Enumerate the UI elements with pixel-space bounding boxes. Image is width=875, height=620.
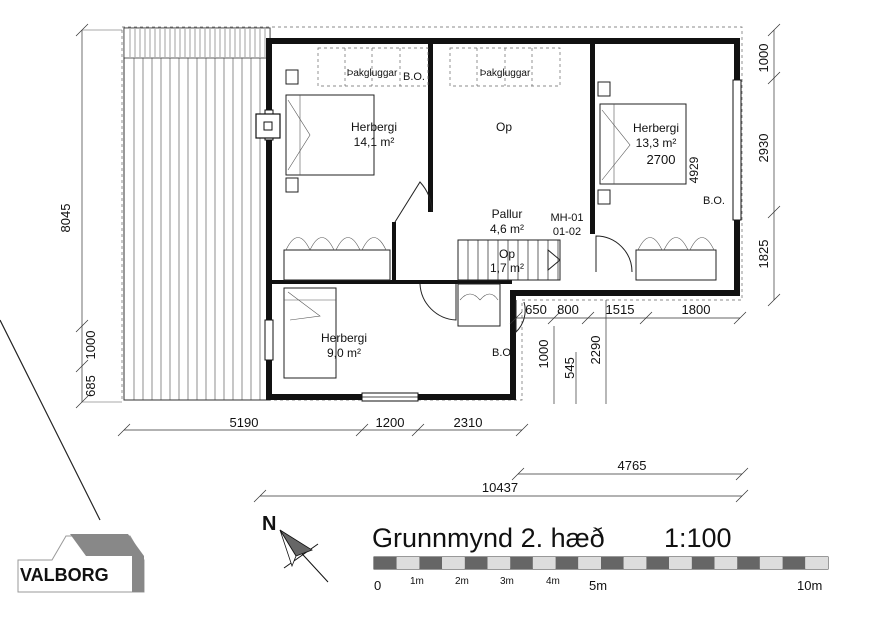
dim-left-1000: 1000 [83, 331, 98, 360]
scale-bar [373, 556, 829, 570]
scale-label-1m: 1m [410, 576, 424, 587]
wardrobe-right [635, 237, 717, 281]
doors [394, 181, 633, 334]
dim-bottom [117, 423, 529, 437]
scale-segment [510, 557, 533, 569]
scale-label-0: 0 [374, 578, 381, 593]
scale-segment [601, 557, 624, 569]
dim-2290: 2290 [588, 336, 603, 365]
wardrobe-left [283, 237, 391, 281]
scale-segment [691, 557, 715, 569]
scale-segment [805, 557, 828, 569]
mh-label-2: 01-02 [553, 226, 581, 238]
bed-bottom [283, 287, 337, 379]
bed-right [597, 81, 687, 205]
dim-total [253, 467, 749, 503]
chimney [255, 113, 281, 139]
scale-segment [623, 557, 647, 569]
scale-label-4m: 4m [546, 576, 560, 587]
deck [123, 27, 271, 401]
scale-segment [442, 557, 465, 569]
dim-1515: 1515 [606, 302, 635, 317]
room-bedroom-right-area: 13,3 m² [636, 136, 677, 150]
dim-1800: 1800 [682, 302, 711, 317]
bo-label-2: B.O. [703, 195, 725, 207]
closet-bottom [457, 283, 501, 327]
scale-label-2m: 2m [455, 576, 469, 587]
scale-segment [669, 557, 692, 569]
north-arrow: N [262, 513, 329, 583]
dim-mid [509, 311, 747, 325]
bo-label-1: B.O. [403, 71, 425, 83]
scale-segment [464, 557, 488, 569]
dim-2310: 2310 [454, 415, 483, 430]
bed-left [285, 69, 375, 193]
scale-segment [487, 557, 511, 569]
dim-2930: 2930 [756, 134, 771, 163]
room-landing-area: 4,6 m² [490, 222, 524, 236]
dim-4929: 4929 [687, 156, 701, 183]
dim-8045: 8045 [58, 204, 73, 233]
site-line [0, 319, 101, 521]
scale-segment [419, 557, 443, 569]
drawing-scale: 1:100 [664, 523, 732, 553]
room-bedroom-right-name: Herbergi [633, 121, 679, 135]
scale-segment [374, 557, 397, 569]
scale-label-5m: 5m [589, 578, 607, 593]
dim-2700: 2700 [647, 152, 676, 167]
dim-650: 650 [525, 302, 547, 317]
scale-segment [532, 557, 556, 569]
drawing-title: Grunnmynd 2. hæð [372, 523, 605, 553]
dim-right [767, 23, 781, 307]
skylight-label-2: Þakgluggar [480, 68, 531, 79]
scale-segment [646, 557, 670, 569]
scale-segment [782, 557, 806, 569]
room-landing-name: Pallur [492, 207, 523, 221]
scale-segment [555, 557, 579, 569]
dim-4765: 4765 [618, 458, 647, 473]
skylight-label-1: Þakgluggar [347, 68, 398, 79]
bo-label-3: B.O. [492, 347, 514, 359]
dim-5190: 5190 [230, 415, 259, 430]
stairs [457, 239, 561, 281]
scale-segment [396, 557, 420, 569]
valborg-logo: VALBORG [17, 534, 145, 593]
roof-outline [121, 26, 743, 401]
room-bedroom-left-name: Herbergi [351, 120, 397, 134]
scale-label-3m: 3m [500, 576, 514, 587]
logo-text: VALBORG [20, 565, 109, 585]
room-bedroom-bottom-area: 9,0 m² [327, 346, 361, 360]
dim-1825: 1825 [756, 240, 771, 269]
north-label: N [262, 513, 276, 535]
room-stair-name: Op [499, 247, 515, 261]
room-open-center-name: Op [496, 120, 512, 134]
dim-1200: 1200 [376, 415, 405, 430]
skylights [317, 47, 561, 87]
scale-segment [714, 557, 738, 569]
mh-label-1: MH-01 [550, 212, 583, 224]
room-bedroom-left-area: 14,1 m² [354, 135, 395, 149]
dim-right-1000: 1000 [756, 44, 771, 73]
dim-10437: 10437 [482, 480, 518, 495]
dim-left [75, 23, 122, 409]
room-bedroom-bottom-name: Herbergi [321, 331, 367, 345]
room-stair-area: 1,7 m² [490, 261, 524, 275]
scale-segment [737, 557, 760, 569]
scale-label-10m: 10m [797, 578, 822, 593]
dim-800: 800 [557, 302, 579, 317]
dim-step [553, 300, 607, 404]
scale-segment [578, 557, 601, 569]
dim-685: 685 [83, 375, 98, 397]
dim-v-1000: 1000 [536, 340, 551, 369]
scale-segment [759, 557, 783, 569]
dim-545: 545 [562, 357, 577, 379]
